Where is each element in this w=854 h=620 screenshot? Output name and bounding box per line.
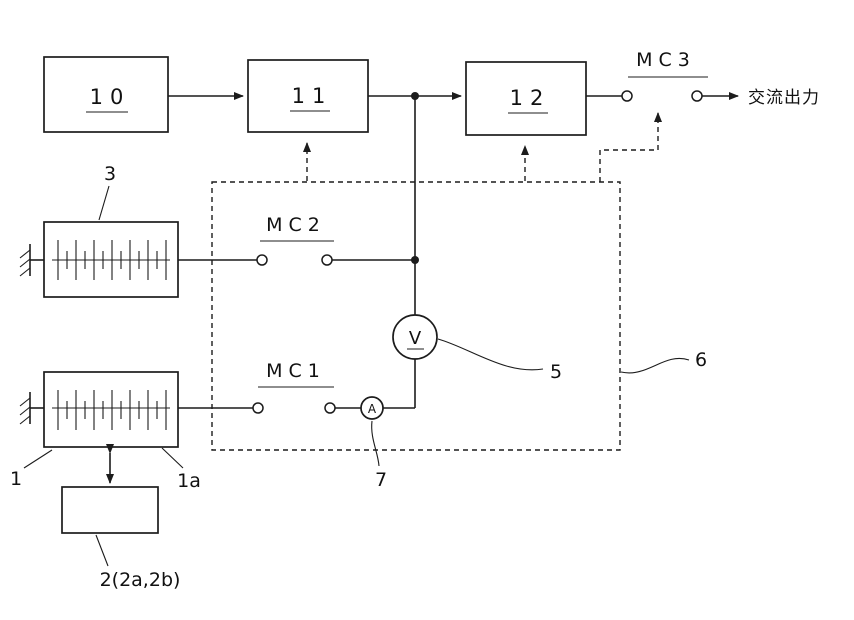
battery-1 [19, 371, 179, 448]
battery-1-box [43, 371, 179, 448]
switch-mc2: MC2 [256, 214, 334, 266]
battery-3 [19, 221, 179, 298]
ref-label-2: 2(2a,2b) [100, 569, 181, 591]
ref-leader-1 [23, 449, 53, 469]
ground-symbol-upper [19, 244, 44, 277]
voltmeter-label: V [409, 328, 422, 349]
ref-label-5: 5 [550, 361, 562, 383]
block-11: 11 [247, 59, 369, 133]
ground-symbol-lower [19, 392, 44, 425]
block-10: 10 [43, 56, 169, 133]
charger-box [61, 486, 159, 534]
ref-leader-1a [161, 447, 184, 469]
block-11-label: 11 [292, 84, 333, 108]
block-10-label: 10 [90, 85, 131, 109]
mc1-contact-right [324, 402, 336, 414]
control-arrow-to-mc3 [599, 112, 662, 182]
mc1-label: MC1 [266, 360, 326, 382]
voltmeter: V [392, 314, 438, 360]
voltmeter-circle [392, 314, 438, 360]
mc3-label: MC3 [636, 49, 696, 71]
mc2-contact-right [321, 254, 333, 266]
switch-mc3: MC3 [621, 49, 708, 102]
ref-leader-7 [371, 420, 380, 467]
mc2-label: MC2 [266, 214, 326, 236]
mc3-contact-left [621, 90, 633, 102]
ref-label-6: 6 [695, 349, 707, 371]
ref-leader-2 [95, 534, 109, 567]
ref-leader-5 [437, 338, 544, 371]
mc3-contact-right [691, 90, 703, 102]
battery-1-cells [57, 390, 167, 430]
block-12-box [465, 61, 587, 136]
controller-dashed-box [211, 181, 621, 451]
ac-output-label: 交流出力 [748, 88, 820, 108]
ref-label-7: 7 [375, 469, 387, 491]
battery-3-cells [57, 240, 167, 280]
ref-label-1: 1 [10, 468, 22, 490]
ref-leader-6 [620, 358, 690, 374]
ammeter-label: A [368, 402, 377, 416]
block-11-box [247, 59, 369, 133]
mc2-contact-left [256, 254, 268, 266]
ammeter: A [360, 396, 384, 420]
ref-leader-3 [98, 185, 110, 221]
block-12: 12 [465, 61, 587, 136]
block-10-box [43, 56, 169, 133]
switch-mc1: MC1 [252, 360, 336, 414]
block-12-label: 12 [510, 86, 551, 110]
mc1-contact-left [252, 402, 264, 414]
ref-label-1a: 1a [177, 470, 201, 492]
ref-label-3: 3 [104, 163, 116, 185]
